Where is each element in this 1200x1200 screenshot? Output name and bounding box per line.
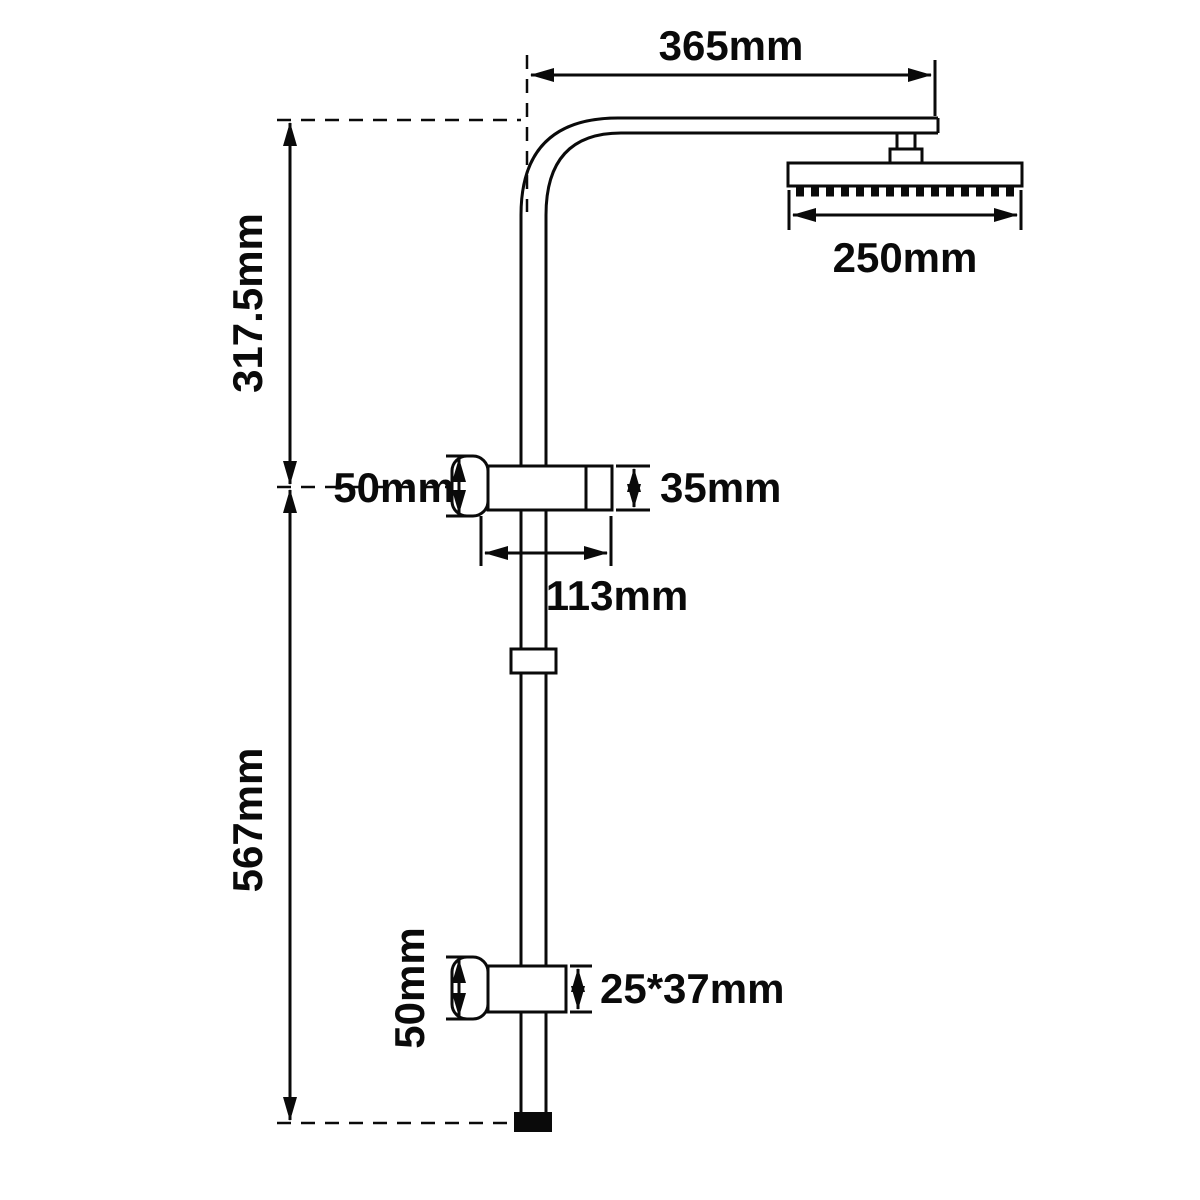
head-connector-upper [895,131,917,151]
label-bottom-bracket-depth: 50mm [386,927,433,1048]
dim-vertical-sections [277,118,521,1125]
dim-middle-bracket [277,454,650,566]
middle-bracket-flange [450,454,490,518]
label-head-width: 250mm [833,234,978,281]
riser-pipe-outer-edge [519,116,938,1112]
riser-pipe-inner-edge [544,131,938,1112]
pipe-bottom-cap [514,1112,552,1132]
bottom-bracket-flange [450,955,490,1021]
label-upper-section-height: 317.5mm [224,213,271,393]
bottom-bracket-bar [486,964,568,1014]
dim-bottom-bracket [446,955,592,1021]
label-bottom-bracket-size: 25*37mm [600,965,784,1012]
label-middle-bracket-length: 113mm [546,572,688,619]
shower-head [786,161,1024,188]
dim-arm-length [525,55,937,212]
label-lower-section-height: 567mm [224,748,271,893]
pipe-slider [509,647,558,675]
label-middle-bracket-height: 35mm [660,464,781,511]
middle-bracket-bar [486,464,614,512]
label-arm-length: 365mm [659,22,804,69]
dim-head-width [787,190,1023,230]
